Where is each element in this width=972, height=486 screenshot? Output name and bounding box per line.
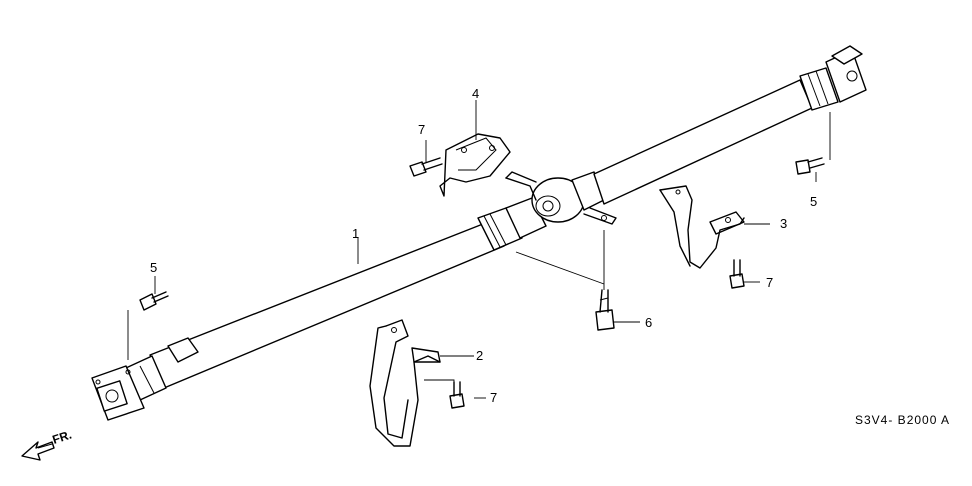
rear-flange-yoke	[825, 45, 867, 103]
bolt-5-rear	[795, 157, 825, 175]
front-indicator-label: FR.	[51, 428, 74, 447]
bearing-bracket	[505, 171, 617, 225]
bolt-7-clamp-rear	[729, 259, 745, 289]
clamp-bracket-rear	[659, 185, 745, 269]
callout-5-rear: 5	[810, 194, 817, 209]
callout-1: 1	[352, 226, 359, 241]
diagram-code: S3V4- B2000 A	[855, 413, 950, 427]
callout-7-clamp-rear: 7	[766, 275, 773, 290]
front-shaft-tube	[125, 221, 505, 401]
callout-4: 4	[472, 86, 479, 101]
heat-shield	[439, 133, 511, 197]
front-direction-arrow-icon	[21, 441, 55, 461]
bolt-5-front	[139, 291, 169, 311]
bolt-7-clamp-front	[449, 381, 465, 409]
clamp-bracket-front	[369, 319, 441, 447]
callout-7-shield: 7	[418, 122, 425, 137]
callout-3: 3	[780, 216, 787, 231]
center-coupling	[477, 197, 547, 251]
callout-2: 2	[476, 348, 483, 363]
callout-6: 6	[645, 315, 652, 330]
callout-7-clamp-front: 7	[490, 390, 497, 405]
leader-lines	[127, 100, 831, 399]
front-flange-yoke	[91, 365, 145, 421]
rear-shaft-tube	[593, 67, 839, 205]
center-bearing	[531, 171, 605, 223]
bolt-6-bearing	[595, 289, 615, 331]
callout-5-front: 5	[150, 260, 157, 275]
bolt-7-shield	[409, 157, 443, 177]
